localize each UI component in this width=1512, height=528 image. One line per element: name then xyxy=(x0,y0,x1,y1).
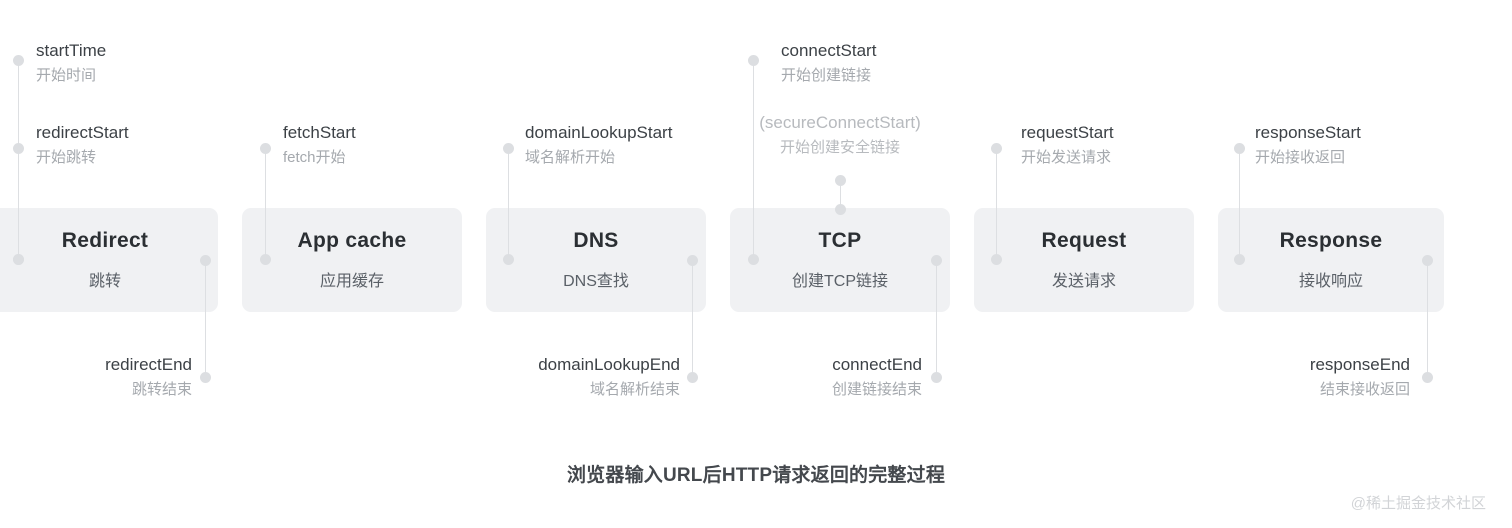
marker-name-domain-lookup-start: domainLookupStart xyxy=(525,123,673,142)
connector-connect-end xyxy=(936,260,937,378)
phase-box-request: Request 发送请求 xyxy=(974,208,1194,312)
connector-dot-top-request-start xyxy=(991,143,1002,154)
connector-connect-start xyxy=(753,60,754,260)
marker-desc-connect-start: 开始创建链接 xyxy=(781,67,872,84)
connector-dot-bottom-connect-start xyxy=(748,254,759,265)
connector-dot-top-start-time xyxy=(13,55,24,66)
marker-name-response-end: responseEnd xyxy=(1309,355,1410,374)
phase-title-tcp: TCP xyxy=(818,229,862,252)
connector-request-start xyxy=(996,148,997,260)
marker-desc-redirect-end: 跳转结束 xyxy=(131,381,192,398)
connector-dot-bottom-fetch-start xyxy=(260,254,271,265)
phase-title-appcache: App cache xyxy=(297,229,407,252)
connector-dot-bottom-connect-end xyxy=(931,372,942,383)
connector-dot-top-redirect-end xyxy=(200,255,211,266)
marker-fetch-start: fetchStart fetch开始 xyxy=(283,120,356,170)
marker-name-request-start: requestStart xyxy=(1021,123,1114,142)
marker-desc-connect-end: 创建链接结束 xyxy=(831,381,922,398)
marker-desc-secure-connect-start: 开始创建安全链接 xyxy=(779,139,900,156)
marker-secure-connect-start: (secureConnectStart) 开始创建安全链接 xyxy=(0,110,1512,160)
connector-dot-top-domain-lookup-end xyxy=(687,255,698,266)
connector-dot-bottom-domain-lookup-end xyxy=(687,372,698,383)
phase-subtitle-appcache: 应用缓存 xyxy=(319,273,384,290)
phase-subtitle-tcp: 创建TCP链接 xyxy=(791,273,888,290)
marker-desc-start-time: 开始时间 xyxy=(36,67,97,84)
phase-title-dns: DNS xyxy=(573,229,619,252)
phase-box-tcp: TCP 创建TCP链接 xyxy=(730,208,950,312)
connector-dot-top-domain-lookup-start xyxy=(503,143,514,154)
marker-request-start: requestStart 开始发送请求 xyxy=(1021,120,1114,170)
marker-domain-lookup-end: domainLookupEnd 域名解析结束 xyxy=(0,352,680,402)
marker-desc-domain-lookup-start: 域名解析开始 xyxy=(525,149,616,166)
connector-dot-bottom-redirect-end xyxy=(200,372,211,383)
marker-redirect-start: redirectStart 开始跳转 xyxy=(36,120,129,170)
phase-subtitle-redirect: 跳转 xyxy=(88,273,121,290)
connector-domain-lookup-end xyxy=(692,260,693,378)
connector-secure-connect-start xyxy=(840,180,841,210)
phase-subtitle-request: 发送请求 xyxy=(1051,273,1116,290)
phase-title-response: Response xyxy=(1279,229,1383,252)
marker-domain-lookup-start: domainLookupStart 域名解析开始 xyxy=(525,120,672,170)
marker-desc-fetch-start: fetch开始 xyxy=(283,149,346,166)
marker-name-fetch-start: fetchStart xyxy=(283,123,356,142)
marker-connect-end: connectEnd 创建链接结束 xyxy=(0,352,922,402)
phase-box-dns: DNS DNS查找 xyxy=(486,208,706,312)
marker-desc-domain-lookup-end: 域名解析结束 xyxy=(589,381,680,398)
phase-subtitle-response: 接收响应 xyxy=(1298,273,1363,290)
connector-dot-bottom-response-start xyxy=(1234,254,1245,265)
connector-redirect-start xyxy=(18,148,19,260)
connector-dot-top-connect-end xyxy=(931,255,942,266)
watermark: @稀土掘金技术社区 xyxy=(1350,495,1486,512)
marker-name-redirect-end: redirectEnd xyxy=(105,355,192,374)
connector-dot-top-response-start xyxy=(1234,143,1245,154)
phase-title-request: Request xyxy=(1041,229,1127,252)
connector-dot-bottom-redirect-start xyxy=(13,254,24,265)
connector-dot-top-redirect-start xyxy=(13,143,24,154)
connector-dot-bottom-domain-lookup-start xyxy=(503,254,514,265)
connector-redirect-end xyxy=(205,260,206,378)
marker-response-start: responseStart 开始接收返回 xyxy=(1255,120,1361,170)
connector-response-start xyxy=(1239,148,1240,260)
connector-dot-top-response-end xyxy=(1422,255,1433,266)
phase-box-appcache: App cache 应用缓存 xyxy=(242,208,462,312)
marker-name-response-start: responseStart xyxy=(1255,123,1361,142)
marker-name-domain-lookup-end: domainLookupEnd xyxy=(538,355,680,374)
marker-name-start-time: startTime xyxy=(36,41,107,60)
marker-name-connect-start: connectStart xyxy=(781,41,877,60)
marker-name-redirect-start: redirectStart xyxy=(36,123,129,142)
marker-start-time: startTime 开始时间 xyxy=(36,38,106,88)
phase-box-response: Response 接收响应 xyxy=(1218,208,1444,312)
marker-name-connect-end: connectEnd xyxy=(832,355,922,374)
marker-desc-response-start: 开始接收返回 xyxy=(1255,149,1346,166)
connector-dot-top-fetch-start xyxy=(260,143,271,154)
phase-subtitle-dns: DNS查找 xyxy=(563,273,629,290)
connector-dot-top-connect-start xyxy=(748,55,759,66)
marker-desc-redirect-start: 开始跳转 xyxy=(36,149,97,166)
diagram-caption: 浏览器输入URL后HTTP请求返回的完整过程 xyxy=(566,465,946,486)
marker-response-end: responseEnd 结束接收返回 xyxy=(0,352,1410,402)
marker-connect-start: connectStart 开始创建链接 xyxy=(781,38,876,88)
marker-name-secure-connect-start: (secureConnectStart) xyxy=(759,113,921,132)
connector-dot-bottom-response-end xyxy=(1422,372,1433,383)
marker-desc-response-end: 结束接收返回 xyxy=(1319,381,1410,398)
connector-response-end xyxy=(1427,260,1428,378)
connector-dot-bottom-request-start xyxy=(991,254,1002,265)
phase-box-redirect: Redirect 跳转 xyxy=(0,208,218,312)
connector-dot-bottom-secure-connect-start xyxy=(835,204,846,215)
phase-title-redirect: Redirect xyxy=(61,229,149,252)
marker-desc-request-start: 开始发送请求 xyxy=(1021,149,1112,166)
connector-domain-lookup-start xyxy=(508,148,509,260)
marker-redirect-end: redirectEnd 跳转结束 xyxy=(0,352,192,402)
connector-fetch-start xyxy=(265,148,266,260)
connector-dot-top-secure-connect-start xyxy=(835,175,846,186)
